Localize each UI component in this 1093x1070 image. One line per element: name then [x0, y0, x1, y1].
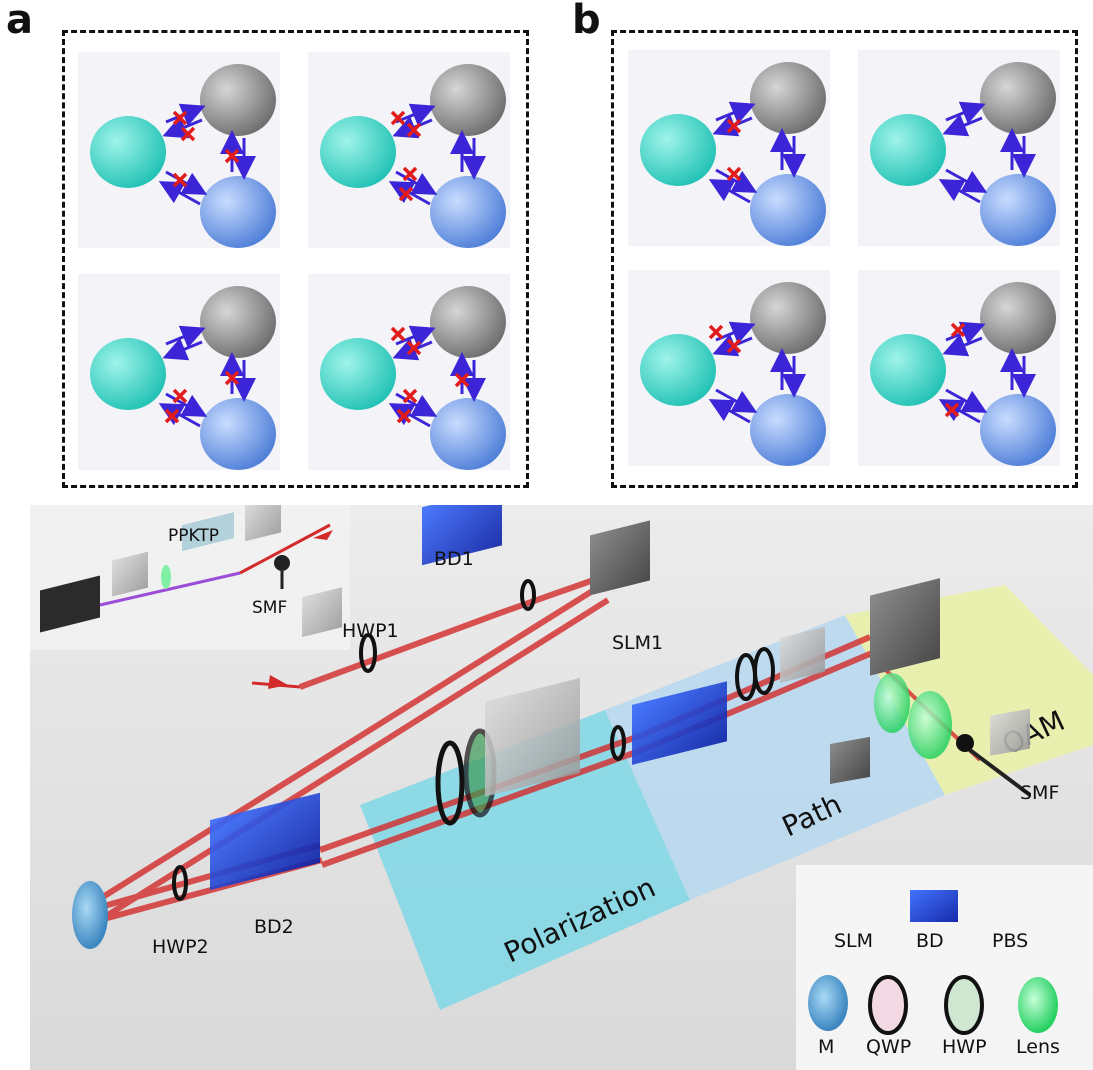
blue-node [200, 176, 276, 248]
teal-node [90, 116, 166, 188]
graph-a2-svg [320, 64, 506, 248]
graph-a3-svg [90, 286, 276, 470]
legend: SLM BD PBS M QWP HWP Lens [796, 708, 1093, 1070]
path-region [605, 615, 945, 900]
label-hwp1: HWP1 [342, 620, 399, 642]
legend-bd: BD [916, 930, 944, 952]
graph-a1-svg [90, 64, 276, 248]
laser-box [40, 575, 100, 633]
graph-b4 [858, 270, 1060, 466]
graph-b1-svg [640, 62, 826, 246]
legend-slm: SLM [834, 930, 873, 952]
legend-hwp: HWP [942, 1036, 987, 1058]
graph-a1 [78, 52, 280, 248]
label-slm1: SLM1 [612, 632, 663, 654]
gray-node [200, 64, 276, 136]
graph-b2 [858, 50, 1060, 246]
mirror [72, 881, 108, 949]
polarization-region [360, 710, 690, 1010]
setup-scene: PPKTP SMF BD1 HWP1 SLM1 BD2 HWP2 SMF Pol… [30, 505, 1093, 1070]
label-hwp2: HWP2 [152, 936, 209, 958]
panel-a-letter: a [6, 0, 33, 43]
label-bd2: BD2 [254, 916, 294, 938]
graph-a4-svg [320, 286, 506, 470]
panel-b-letter: b [572, 0, 601, 43]
legend-m: M [818, 1036, 834, 1058]
graph-b3-svg [640, 282, 826, 466]
graph-b1 [628, 50, 830, 246]
panel-b-frame [611, 30, 1078, 488]
legend-pbs: PBS [992, 930, 1028, 952]
graph-b2-svg [870, 62, 1056, 246]
label-ppktp: PPKTP [168, 526, 219, 546]
label-bd1: BD1 [434, 548, 474, 570]
graph-a4 [308, 274, 510, 470]
graph-a2 [308, 52, 510, 248]
panel-a-frame [62, 30, 529, 488]
legend-lens: Lens [1016, 1036, 1060, 1058]
graph-a3 [78, 274, 280, 470]
graph-b3 [628, 270, 830, 466]
label-smf-inset: SMF [252, 598, 287, 618]
label-smf: SMF [1020, 782, 1059, 804]
legend-qwp: QWP [866, 1036, 911, 1058]
graph-b4-svg [870, 282, 1056, 466]
